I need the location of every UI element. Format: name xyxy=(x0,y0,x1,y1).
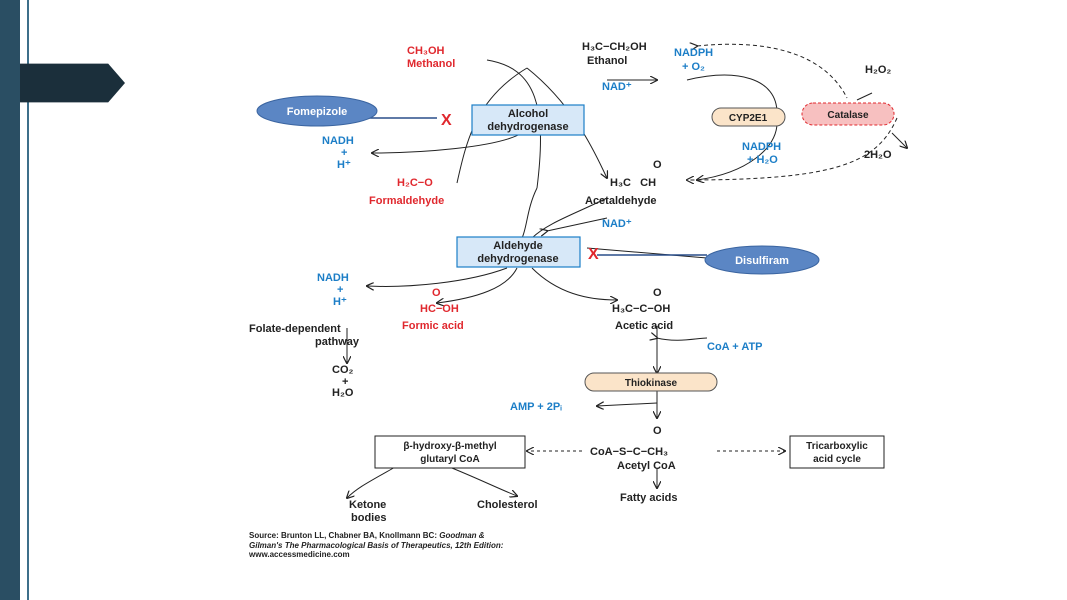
tca-box xyxy=(789,435,885,469)
ethanol-name: Ethanol xyxy=(587,55,627,67)
pathway-arrows xyxy=(347,44,907,498)
formic-formula: HC−OH xyxy=(420,303,459,315)
2h2o-label: 2H₂O xyxy=(864,149,892,161)
pathway-diagram: Alcohol dehydrogenase Aldehyde dehydroge… xyxy=(248,41,1029,558)
thiokinase-label: Thiokinase xyxy=(625,378,678,389)
fatty-acids: Fatty acids xyxy=(620,492,677,504)
adh-box xyxy=(471,104,585,136)
adh-label-1: Alcohol xyxy=(508,108,548,120)
ethanol-formula: H₃C−CH₂OH xyxy=(582,41,647,53)
amp-label: AMP + 2Pᵢ xyxy=(510,401,562,413)
acetic-o: O xyxy=(653,287,662,299)
hmg-label-1: β-hydroxy-β-methyl xyxy=(403,441,497,452)
ketone-2: bodies xyxy=(351,512,386,524)
hmg-box xyxy=(374,435,526,469)
nad-2: NAD⁺ xyxy=(602,218,632,230)
nadph-h2o-2: + H₂O xyxy=(747,154,778,166)
tca-label-1: Tricarboxylic xyxy=(806,441,868,452)
methanol-name: Methanol xyxy=(407,58,455,70)
co2-label: CO₂ xyxy=(332,364,354,376)
slide-left-band xyxy=(0,0,20,600)
nadph-o2-2: + O₂ xyxy=(682,61,705,73)
fomepizole-label: Fomepizole xyxy=(287,106,348,118)
nadh-1-c: H⁺ xyxy=(337,159,351,171)
disulfiram-label: Disulfiram xyxy=(735,255,789,267)
nadh-2-b: + xyxy=(337,284,343,296)
tca-label-2: acid cycle xyxy=(813,454,861,465)
acetylcoa-formula: CoA−S−C−CH₃ xyxy=(590,446,668,458)
acetaldehyde-name: Acetaldehyde xyxy=(585,195,657,207)
nadh-2-c: H⁺ xyxy=(333,296,347,308)
h2o-label: H₂O xyxy=(332,387,354,399)
cyp2e1-label: CYP2E1 xyxy=(729,113,768,124)
disulfiram-x: X xyxy=(588,246,599,263)
formic-o: O xyxy=(432,287,441,299)
acetaldehyde-o: O xyxy=(653,159,662,171)
metabolism-figure: Alcohol dehydrogenase Aldehyde dehydroge… xyxy=(217,38,1029,558)
folate-1: Folate-dependent xyxy=(249,323,341,335)
cyp2e1-pill xyxy=(711,107,786,127)
nadh-2-a: NADH xyxy=(317,272,349,284)
nadh-1-a: NADH xyxy=(322,135,354,147)
source-line-1: Source: Brunton LL, Chabner BA, Knollman… xyxy=(249,531,485,540)
h2o2-label: H₂O₂ xyxy=(865,64,891,76)
nad-1: NAD⁺ xyxy=(602,81,632,93)
formaldehyde-formula: H₂C−O xyxy=(397,177,433,189)
acetic-formula: H₃C−C−OH xyxy=(612,303,670,315)
nadph-h2o-1: NADPH xyxy=(742,141,781,153)
catalase-pill xyxy=(801,102,895,126)
slide-left-line xyxy=(27,0,29,600)
nadh-1-b: + xyxy=(341,147,347,159)
folate-2: pathway xyxy=(315,336,360,348)
fomepizole-cloud xyxy=(256,95,378,127)
acetylcoa-name: Acetyl CoA xyxy=(617,460,676,472)
slide-arrow-decoration xyxy=(20,63,125,103)
adh-label-2: dehydrogenase xyxy=(487,121,568,133)
disulfiram-cloud xyxy=(704,245,820,275)
coa-atp: CoA + ATP xyxy=(707,341,763,353)
fomepizole-x: X xyxy=(441,112,452,129)
catalase-label: Catalase xyxy=(827,110,869,121)
aldh-box xyxy=(456,236,581,268)
aldh-label-2: dehydrogenase xyxy=(477,253,558,265)
source-line-2: Gilman's The Pharmacological Basis of Th… xyxy=(249,541,504,550)
ketone-1: Ketone xyxy=(349,499,386,511)
hmg-label-2: glutaryl CoA xyxy=(420,454,479,465)
acetic-name: Acetic acid xyxy=(615,320,673,332)
cholesterol: Cholesterol xyxy=(477,499,538,511)
source-line-3: www.accessmedicine.com xyxy=(248,550,350,558)
plus-label: + xyxy=(342,376,348,388)
thiokinase-pill xyxy=(584,372,718,392)
nadph-o2-1: NADPH xyxy=(674,47,713,59)
methanol-formula: CH₃OH xyxy=(407,45,445,57)
acetaldehyde-formula: H₃C CH xyxy=(610,177,656,189)
acetylcoa-o: O xyxy=(653,425,662,437)
aldh-label-1: Aldehyde xyxy=(493,240,543,252)
formaldehyde-name: Formaldehyde xyxy=(369,195,444,207)
formic-name: Formic acid xyxy=(402,320,464,332)
